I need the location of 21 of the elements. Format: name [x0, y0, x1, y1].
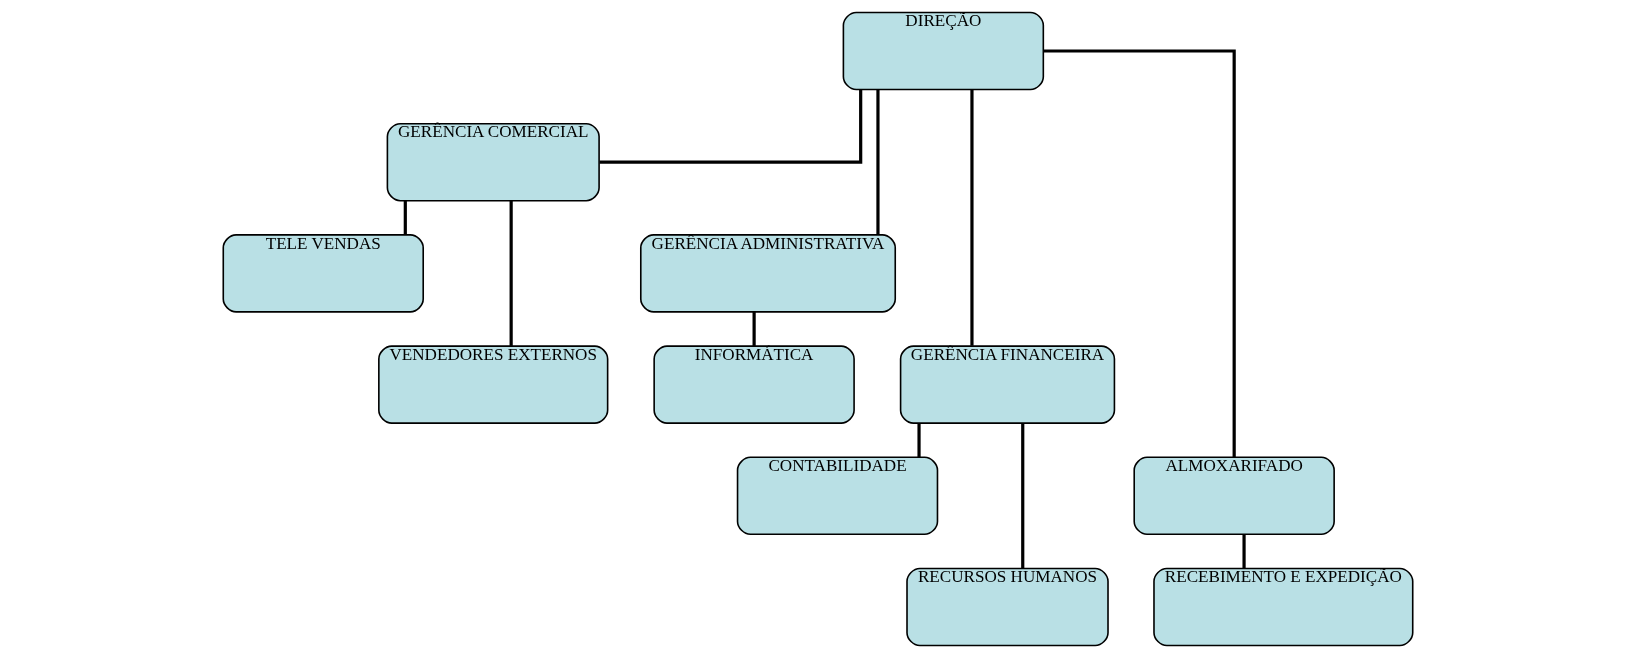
node-box: INFORMÁTICA [652, 345, 855, 424]
connector [1042, 49, 1236, 458]
node-box: RECEBIMENTO E EXPEDIÇÃO [1152, 567, 1413, 647]
connector [403, 200, 407, 235]
connector [1241, 534, 1246, 569]
node-box: CONTABILIDADE [736, 456, 938, 536]
connector [599, 89, 862, 164]
node-box: GERÊNCIA ADMINISTRATIVA [639, 234, 896, 313]
node-box: DIREÇÃO [842, 11, 1044, 91]
node-box: ALMOXARIFADO [1132, 456, 1335, 536]
connector [969, 89, 974, 346]
node-box: GERÊNCIA FINANCEIRA [899, 345, 1115, 424]
connector [1020, 423, 1024, 569]
connector [509, 200, 513, 346]
node-box: VENDEDORES EXTERNOS [377, 345, 608, 424]
connector [875, 89, 880, 235]
node-box: GERÊNCIA COMERCIAL [386, 122, 600, 202]
node-box: RECURSOS HUMANOS [905, 567, 1109, 647]
node-box: TELE VENDAS [222, 234, 424, 313]
connector [916, 423, 921, 458]
connector [752, 312, 756, 347]
